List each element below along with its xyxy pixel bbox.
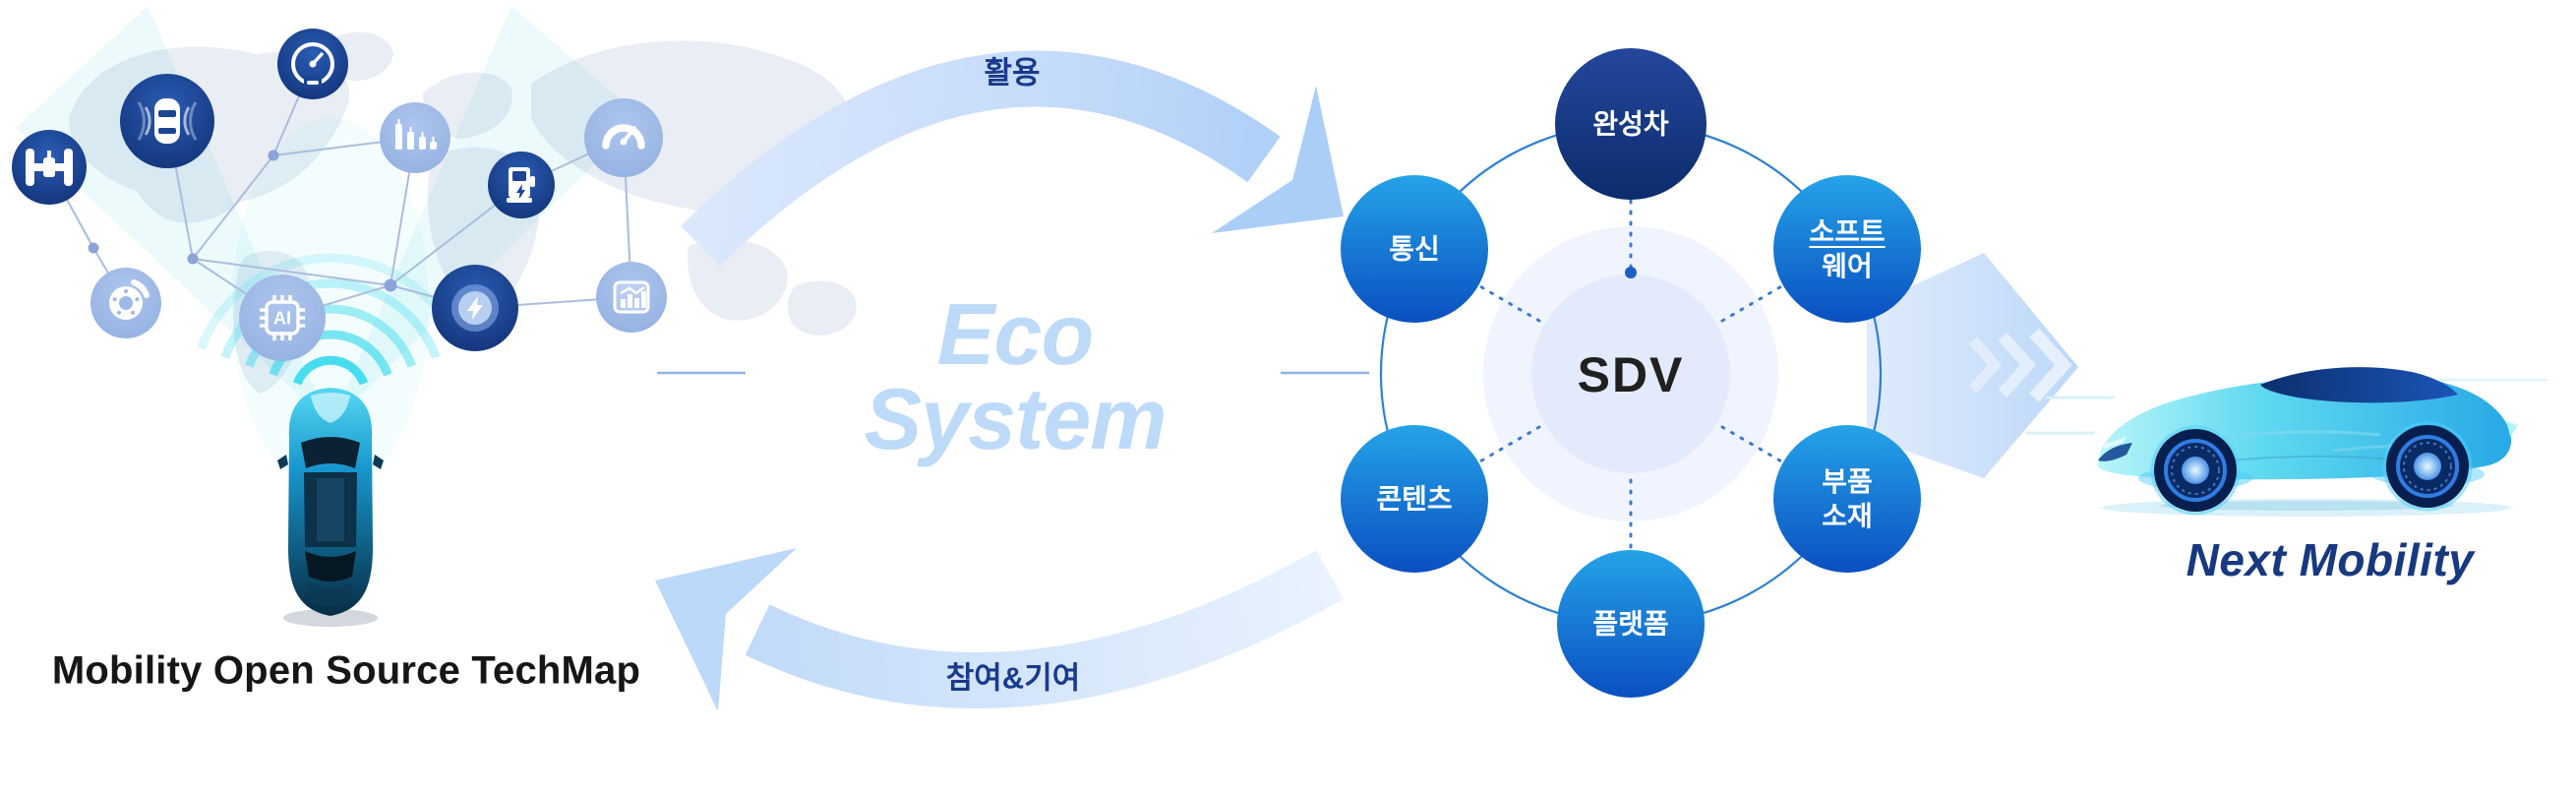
gauge-icon (584, 98, 663, 177)
connected-car-icon (120, 74, 214, 168)
ecosystem-title-line2: System (864, 370, 1167, 467)
ecosystem-title-line1: Eco (936, 285, 1094, 383)
rear-wheel (2370, 421, 2485, 512)
axle-icon (12, 130, 87, 205)
next-mobility-label: Next Mobility (2186, 534, 2475, 585)
ev-energy-icon (432, 265, 518, 351)
candlestick-chart-icon (380, 102, 450, 173)
ecosystem-title: Eco System (864, 285, 1167, 467)
hub-dotted-spokes (1476, 197, 1785, 551)
node-parts-circle (1773, 425, 1921, 573)
node-telecom-label: 통신 (1389, 233, 1440, 265)
speedometer-icon (277, 29, 348, 99)
node-contents-label: 콘텐츠 (1376, 483, 1453, 515)
node-software-label: 소프트 웨어 (1809, 216, 1886, 281)
bottom-arrow-label: 참여&기여 (945, 660, 1081, 696)
node-software-circle (1773, 175, 1921, 323)
svg-text:AI: AI (273, 309, 291, 329)
sensor-car-illustration (277, 388, 384, 627)
node-contents-circle (1341, 425, 1488, 573)
next-mobility-car (2026, 367, 2547, 517)
ai-chip-icon: AI (239, 275, 326, 361)
node-telecom-circle (1341, 175, 1488, 323)
transition-arrow (1867, 253, 2078, 478)
node-oem-circle (1555, 48, 1707, 200)
top-arrow-label: 활용 (984, 55, 1041, 91)
ecosystem-top-arrow (681, 50, 1344, 267)
node-parts-label: 부품 소재 (1822, 466, 1873, 531)
node-platform-label: 플랫폼 (1592, 608, 1669, 640)
network-junction-dots (88, 150, 397, 292)
techmap-title: Mobility Open Source TechMap (51, 648, 641, 693)
bar-chart-icon (596, 262, 667, 333)
node-platform-circle (1557, 550, 1705, 698)
sdv-center-label: SDV (1577, 347, 1685, 402)
ecosystem-bottom-arrow (655, 548, 1345, 711)
ev-charger-icon (488, 152, 555, 218)
front-wheel (2138, 425, 2252, 516)
node-oem-label: 완성차 (1592, 108, 1669, 140)
brake-disc-icon (90, 268, 161, 338)
sdv-hub (1341, 48, 1921, 698)
